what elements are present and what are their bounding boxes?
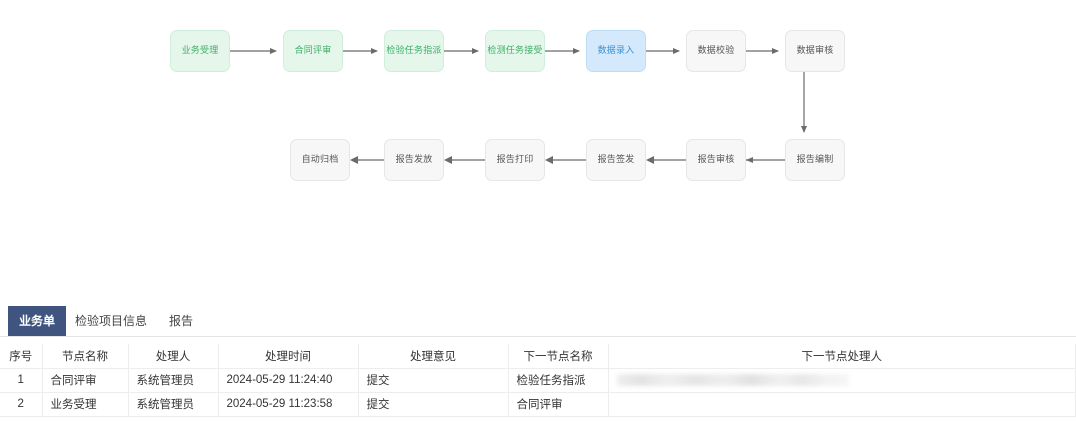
cell-handler: 系统管理员 (128, 392, 219, 417)
flow-node-data-verify[interactable]: 数据校验 (686, 30, 746, 72)
flow-node-data-entry[interactable]: 数据录入 (586, 30, 646, 72)
column-header-handler: 处理人 (128, 344, 219, 369)
flow-node-label: 报告签发 (597, 154, 635, 165)
column-header-handle-time: 处理时间 (218, 344, 359, 369)
flow-node-label: 报告发放 (395, 154, 433, 165)
cell-node-name: 业务受理 (42, 392, 129, 417)
flow-node-label: 数据校验 (697, 45, 735, 56)
cell-opinion: 提交 (358, 368, 509, 393)
redacted-next-handler (616, 373, 849, 386)
tab-report[interactable]: 报告 (168, 314, 193, 328)
cell-handle-time: 2024-05-29 11:24:40 (218, 368, 359, 393)
column-header-opinion: 处理意见 (358, 344, 509, 369)
flow-node-inspection-task-assign[interactable]: 检验任务指派 (384, 30, 444, 72)
flow-node-label: 合同评审 (294, 45, 332, 56)
table-row[interactable]: 2 业务受理 系统管理员 2024-05-29 11:23:58 提交 合同评审 (0, 392, 1076, 417)
column-header-next-node: 下一节点名称 (508, 344, 609, 369)
flow-node-label: 报告打印 (496, 154, 534, 165)
table-header-row: 序号 节点名称 处理人 处理时间 处理意见 下一节点名称 下一节点处理人 (0, 344, 1076, 369)
arrowhead-11 (444, 156, 452, 164)
flow-node-report-audit[interactable]: 报告审核 (686, 139, 746, 181)
flow-node-contract-review[interactable]: 合同评审 (283, 30, 343, 72)
flow-node-data-audit[interactable]: 数据审核 (785, 30, 845, 72)
workflow-history-table: 序号 节点名称 处理人 处理时间 处理意见 下一节点名称 下一节点处理人 1 合… (0, 344, 1076, 417)
cell-handler: 系统管理员 (128, 368, 219, 393)
flow-node-business-acceptance[interactable]: 业务受理 (170, 30, 230, 72)
arrowhead-12 (350, 156, 358, 164)
column-header-index: 序号 (0, 344, 43, 369)
flow-node-label: 报告审核 (697, 154, 735, 165)
workflow-connectors (230, 48, 807, 164)
table-header: 序号 节点名称 处理人 处理时间 处理意见 下一节点名称 下一节点处理人 (0, 344, 1076, 369)
tab-business-order[interactable]: 业务单 (8, 306, 66, 336)
flow-node-report-print[interactable]: 报告打印 (485, 139, 545, 181)
column-header-node-name: 节点名称 (42, 344, 129, 369)
cell-index: 1 (0, 368, 43, 393)
flow-node-report-distribute[interactable]: 报告发放 (384, 139, 444, 181)
flow-node-auto-archive[interactable]: 自动归档 (290, 139, 350, 181)
cell-next-node: 检验任务指派 (508, 368, 609, 393)
tab-inspection-item-info[interactable]: 检验项目信息 (74, 314, 147, 328)
arrowhead-10 (545, 156, 553, 164)
flow-node-label: 数据审核 (796, 45, 834, 56)
column-header-next-handler: 下一节点处理人 (608, 344, 1076, 369)
arrowhead-9 (646, 156, 654, 164)
flow-node-report-issue[interactable]: 报告签发 (586, 139, 646, 181)
cell-next-handler (608, 368, 1076, 393)
flow-node-label: 报告编制 (796, 154, 834, 165)
tab-bar: 业务单 检验项目信息 报告 (0, 306, 1076, 337)
cell-index: 2 (0, 392, 43, 417)
cell-next-node: 合同评审 (508, 392, 609, 417)
table-row[interactable]: 1 合同评审 系统管理员 2024-05-29 11:24:40 提交 检验任务… (0, 368, 1076, 393)
flow-node-test-task-accept[interactable]: 检测任务接受 (485, 30, 545, 72)
arrowhead-8 (746, 157, 753, 163)
cell-next-handler (608, 392, 1076, 417)
cell-node-name: 合同评审 (42, 368, 129, 393)
cell-handle-time: 2024-05-29 11:23:58 (218, 392, 359, 417)
flow-node-label: 检验任务指派 (386, 45, 442, 56)
workflow-diagram: 业务受理 合同评审 检验任务指派 检测任务接受 数据录入 数据校验 数据审核 报… (170, 30, 845, 181)
flow-node-label: 数据录入 (597, 45, 635, 56)
flow-node-label: 检测任务接受 (487, 45, 543, 56)
table-body: 1 合同评审 系统管理员 2024-05-29 11:24:40 提交 检验任务… (0, 368, 1076, 417)
flow-node-label: 自动归档 (301, 154, 339, 165)
flow-node-report-compile[interactable]: 报告编制 (785, 139, 845, 181)
flow-node-label: 业务受理 (181, 45, 219, 56)
cell-opinion: 提交 (358, 392, 509, 417)
